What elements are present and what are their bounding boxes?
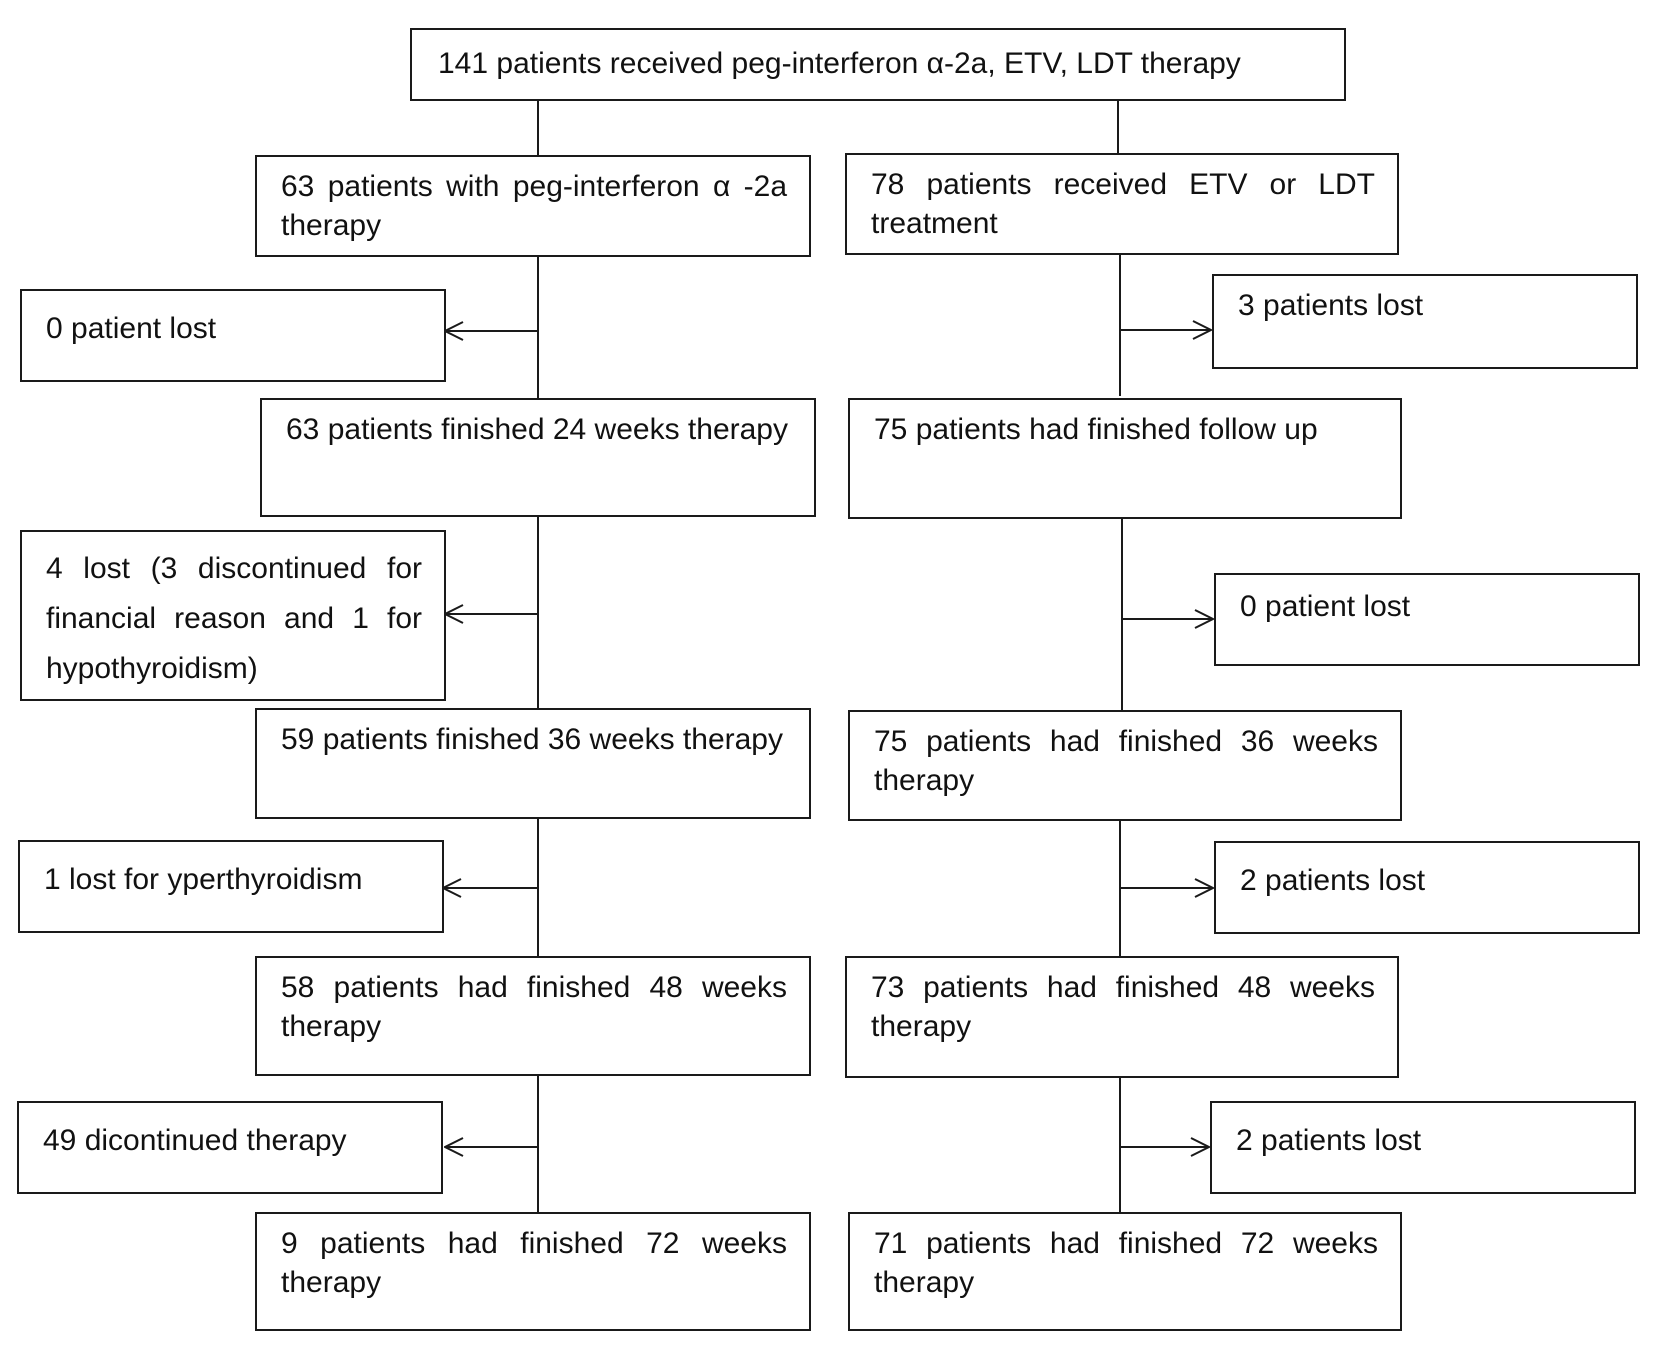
left-loss-text-2: 4 lost (3 discontinued for financial rea… <box>46 552 422 685</box>
top-enrollment-box: 141 patients received peg-interferon α-2… <box>410 28 1346 101</box>
left-step-text-5: 9 patients had finished 72 weeks therapy <box>281 1227 787 1299</box>
left-step-text-2: 63 patients finished 24 weeks therapy <box>286 413 788 446</box>
left-step-text-3: 59 patients finished 36 weeks therapy <box>281 723 783 756</box>
left-loss-box-3: 1 lost for yperthyroidism <box>18 840 444 933</box>
left-step-box-2: 63 patients finished 24 weeks therapy <box>260 398 816 517</box>
right-step-box-5: 71 patients had finished 72 weeks therap… <box>848 1212 1402 1331</box>
left-step-box-5: 9 patients had finished 72 weeks therapy <box>255 1212 811 1331</box>
right-step-text-2: 75 patients had finished follow up <box>874 413 1318 446</box>
right-step-box-4: 73 patients had finished 48 weeks therap… <box>845 956 1399 1078</box>
right-loss-box-3: 2 patients lost <box>1214 841 1640 934</box>
right-step-text-3: 75 patients had finished 36 weeks therap… <box>874 725 1378 797</box>
right-step-text-5: 71 patients had finished 72 weeks therap… <box>874 1227 1378 1299</box>
right-step-box-3: 75 patients had finished 36 weeks therap… <box>848 710 1402 821</box>
left-step-text-1: 63 patients with peg-interferon α -2a th… <box>281 170 787 242</box>
right-loss-text-2: 0 patient lost <box>1240 590 1411 623</box>
left-step-text-4: 58 patients had finished 48 weeks therap… <box>281 971 787 1043</box>
right-step-box-1: 78 patients received ETV or LDT treatmen… <box>845 153 1399 255</box>
right-step-box-2: 75 patients had finished follow up <box>848 398 1402 519</box>
right-loss-text-4: 2 patients lost <box>1236 1124 1422 1157</box>
top-enrollment-text: 141 patients received peg-interferon α-2… <box>438 47 1241 80</box>
left-step-box-3: 59 patients finished 36 weeks therapy <box>255 708 811 819</box>
left-loss-text-3: 1 lost for yperthyroidism <box>44 863 363 896</box>
left-loss-text-1: 0 patient lost <box>46 312 217 345</box>
left-loss-box-2: 4 lost (3 discontinued for financial rea… <box>20 530 446 701</box>
right-loss-box-1: 3 patients lost <box>1212 274 1638 369</box>
right-step-text-4: 73 patients had finished 48 weeks therap… <box>871 971 1375 1043</box>
left-loss-box-1: 0 patient lost <box>20 289 446 382</box>
left-loss-text-4: 49 dicontinued therapy <box>43 1124 347 1157</box>
right-step-text-1: 78 patients received ETV or LDT treatmen… <box>871 168 1375 240</box>
right-loss-text-1: 3 patients lost <box>1238 289 1424 322</box>
left-step-box-4: 58 patients had finished 48 weeks therap… <box>255 956 811 1076</box>
left-step-box-1: 63 patients with peg-interferon α -2a th… <box>255 155 811 257</box>
right-loss-box-4: 2 patients lost <box>1210 1101 1636 1194</box>
left-loss-box-4: 49 dicontinued therapy <box>17 1101 443 1194</box>
right-loss-box-2: 0 patient lost <box>1214 573 1640 666</box>
right-loss-text-3: 2 patients lost <box>1240 864 1426 897</box>
